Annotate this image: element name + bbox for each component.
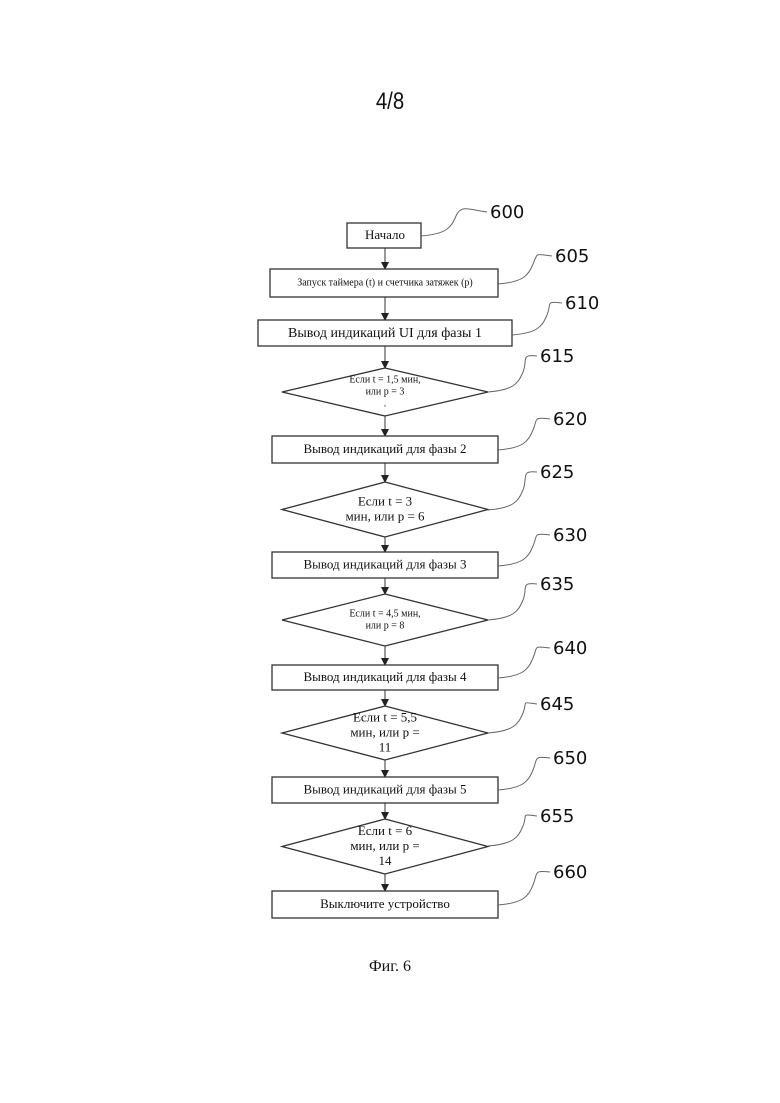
- reference-numeral: 640: [553, 638, 587, 659]
- node-text-line: Если t = 5,5: [353, 710, 417, 725]
- node-text-line: мин, или p =: [350, 725, 419, 740]
- reference-leader-line: [488, 472, 537, 510]
- decision-node-635: Если t = 4,5 мин,или p = 8 635: [282, 574, 574, 646]
- reference-leader-line: [498, 254, 552, 284]
- reference-leader-line: [512, 302, 562, 335]
- node-text-line: Начало: [365, 227, 405, 242]
- reference-numeral: 655: [540, 806, 574, 827]
- node-text-line: или p = 3: [366, 387, 405, 398]
- reference-numeral: 620: [553, 409, 587, 430]
- reference-leader-line: [498, 534, 550, 566]
- node-text-line: .: [384, 399, 387, 410]
- node-text-line: или p = 8: [366, 621, 405, 632]
- node-text-line: Выключите устройство: [320, 896, 450, 911]
- reference-leader-line: [488, 815, 537, 846]
- reference-leader-line: [498, 871, 550, 905]
- node-text-line: Если t = 4,5 мин,: [349, 609, 420, 620]
- node-text-line: Если t = 6: [358, 823, 413, 838]
- process-node-650: Вывод индикаций для фазы 5 650: [272, 748, 587, 803]
- reference-numeral: 635: [540, 574, 574, 595]
- process-node-660: Выключите устройство 660: [272, 862, 587, 918]
- decision-node-645: Если t = 5,5мин, или p =11 645: [282, 694, 574, 760]
- node-text-line: мин, или p =: [350, 838, 419, 853]
- node-text-line: Если t = 1,5 мин,: [349, 375, 420, 386]
- reference-numeral: 625: [540, 462, 574, 483]
- reference-leader-line: [498, 418, 550, 450]
- reference-leader-line: [421, 209, 487, 236]
- process-node-620: Вывод индикаций для фазы 2 620: [272, 409, 587, 463]
- process-node-600: Начало 600: [347, 202, 524, 248]
- node-text-line: Вывод индикаций UI для фазы 1: [288, 326, 482, 341]
- reference-numeral: 645: [540, 694, 574, 715]
- node-text-line: Вывод индикаций для фазы 2: [303, 441, 466, 456]
- node-text-line: 11: [379, 740, 392, 755]
- node-text-line: Вывод индикаций для фазы 4: [303, 669, 467, 684]
- reference-leader-line: [488, 703, 537, 733]
- node-text-line: Если t = 3: [358, 494, 412, 509]
- reference-numeral: 650: [553, 748, 587, 769]
- reference-numeral: 630: [553, 525, 587, 546]
- reference-leader-line: [488, 584, 537, 620]
- reference-numeral: 600: [490, 202, 524, 223]
- reference-numeral: 615: [540, 346, 574, 367]
- reference-leader-line: [498, 647, 550, 678]
- node-text-line: Вывод индикаций для фазы 5: [303, 782, 466, 797]
- reference-numeral: 605: [555, 246, 589, 267]
- node-text-line: мин, или p = 6: [345, 509, 425, 524]
- reference-leader-line: [488, 356, 537, 392]
- node-text-line: 14: [379, 853, 393, 868]
- process-node-610: Вывод индикаций UI для фазы 1 610: [258, 293, 599, 346]
- figure-caption: Фиг. 6: [0, 958, 780, 976]
- decision-node-625: Если t = 3мин, или p = 6 625: [282, 462, 574, 537]
- reference-numeral: 610: [565, 293, 599, 314]
- nodes: Начало 600Запуск таймера (t) и счетчика з…: [258, 202, 599, 918]
- reference-leader-line: [498, 757, 550, 790]
- decision-node-655: Если t = 6мин, или p =14 655: [282, 806, 574, 874]
- process-node-630: Вывод индикаций для фазы 3 630: [272, 525, 587, 578]
- node-text-line: Вывод индикаций для фазы 3: [303, 557, 466, 572]
- process-node-605: Запуск таймера (t) и счетчика затяжек (p…: [270, 246, 589, 297]
- node-text-line: Запуск таймера (t) и счетчика затяжек (p…: [297, 278, 473, 289]
- reference-numeral: 660: [553, 862, 587, 883]
- process-node-640: Вывод индикаций для фазы 4 640: [272, 638, 587, 690]
- decision-node-615: Если t = 1,5 мин,или p = 3. 615: [282, 346, 574, 416]
